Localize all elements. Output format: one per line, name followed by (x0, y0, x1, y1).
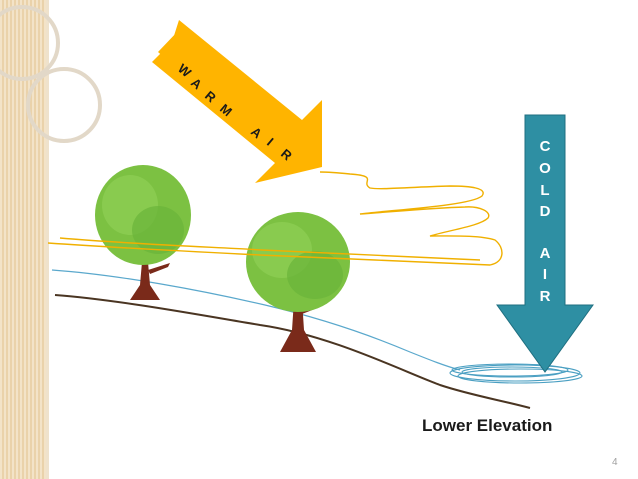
cold-letter-2: O (539, 160, 551, 177)
cold-letter-4: D (539, 203, 551, 220)
ground-line (54, 294, 531, 409)
cold-letter-6: I (542, 266, 548, 283)
decorative-frame-edge (46, 0, 49, 479)
page-number: 4 (612, 457, 618, 468)
lower-elevation-label: Lower Elevation (422, 416, 553, 435)
warm-air-arrow (152, 20, 322, 183)
tree-left (95, 165, 191, 300)
cold-letter-5: A (539, 245, 551, 262)
cold-letter-3: L (540, 182, 550, 199)
decorative-ring-middle (26, 67, 102, 143)
warm-air-mass-outline (47, 171, 503, 266)
cold-air-pool (449, 363, 583, 384)
cold-letter-7: R (539, 288, 551, 305)
decorative-ring-top (0, 5, 60, 81)
tree-right (246, 212, 350, 352)
cold-letter-1: C (539, 138, 551, 155)
cold-air-arrow (496, 114, 594, 373)
